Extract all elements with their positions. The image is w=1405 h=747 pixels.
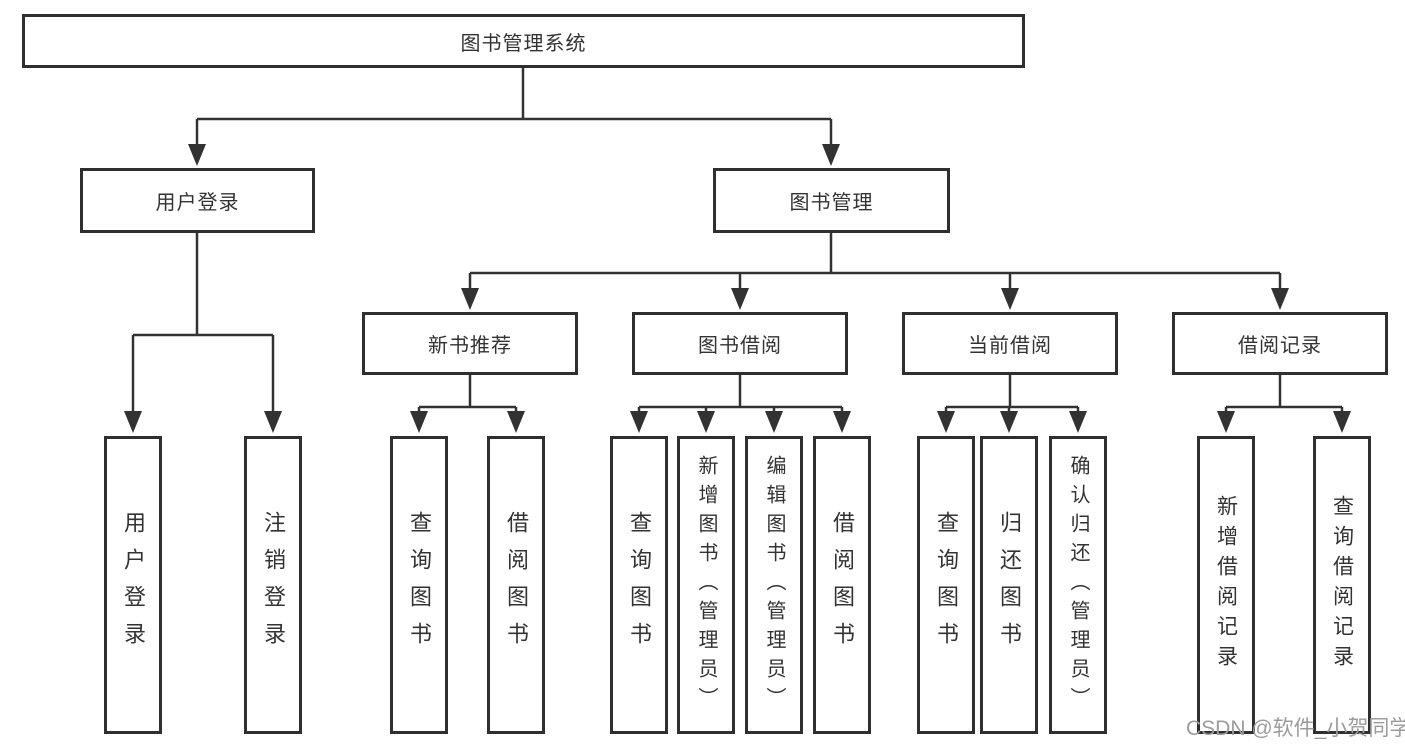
arrowhead (188, 144, 206, 166)
group-label: 图书借阅 (698, 335, 782, 357)
leaf-label: 确认归还（管理员） (1067, 454, 1089, 716)
node-leaf-add-borrow-record: 新增借阅记录 (1197, 436, 1255, 734)
group-label: 新书推荐 (428, 335, 512, 357)
leaf-label: 归还图书 (997, 511, 1022, 659)
arrowhead (507, 411, 525, 433)
node-group-book-borrow: 图书借阅 (632, 312, 848, 375)
leaf-label: 新增借阅记录 (1214, 495, 1238, 675)
arrowhead (1001, 288, 1019, 310)
group-label: 当前借阅 (968, 335, 1052, 357)
node-book-management-branch: 图书管理 (713, 168, 950, 233)
node-leaf-borrow-books-recommend: 借阅图书 (487, 436, 545, 734)
node-leaf-user-login: 用户登录 (104, 436, 162, 734)
leaf-label: 借阅图书 (830, 511, 855, 659)
leaf-label: 查询借阅记录 (1330, 495, 1354, 675)
node-leaf-borrow-books: 借阅图书 (813, 436, 871, 734)
leaf-label: 查询图书 (407, 511, 432, 659)
node-root: 图书管理系统 (22, 14, 1025, 68)
arrowhead (1333, 411, 1351, 433)
node-group-borrow-records: 借阅记录 (1172, 312, 1388, 375)
arrowhead (697, 411, 715, 433)
connector-root-to-level2 (188, 68, 840, 166)
node-leaf-return-book: 归还图书 (980, 436, 1038, 734)
arrowhead (1217, 411, 1235, 433)
arrowhead (833, 411, 851, 433)
arrowhead (731, 288, 749, 310)
node-leaf-query-books-current: 查询图书 (917, 436, 975, 734)
csdn-watermark: CSDN @软件_小贺同学 (1186, 717, 1405, 740)
arrowhead (1271, 288, 1289, 310)
node-leaf-query-books-borrow: 查询图书 (610, 436, 668, 734)
leaf-label: 查询图书 (934, 511, 959, 659)
node-user-login-branch: 用户登录 (80, 168, 315, 233)
arrowhead (1069, 411, 1087, 433)
arrowhead (937, 411, 955, 433)
group-label: 借阅记录 (1238, 335, 1322, 357)
node-leaf-query-books-recommend: 查询图书 (390, 436, 448, 734)
connector-recommend-to-leaves (410, 375, 525, 433)
arrowhead (822, 144, 840, 166)
connector-records-to-leaves (1217, 375, 1351, 433)
leaf-label: 注销登录 (261, 511, 286, 659)
connector-book-to-groups (461, 233, 1289, 310)
arrowhead (410, 411, 428, 433)
node-leaf-edit-book-admin: 编辑图书（管理员） (745, 436, 803, 734)
arrowhead (1000, 411, 1018, 433)
leaf-label: 编辑图书（管理员） (763, 454, 785, 716)
node-leaf-logout: 注销登录 (244, 436, 302, 734)
node-leaf-query-borrow-record: 查询借阅记录 (1313, 436, 1371, 734)
arrowhead (461, 288, 479, 310)
branch-label: 用户登录 (155, 192, 240, 214)
root-label: 图书管理系统 (460, 32, 587, 55)
branch-label: 图书管理 (789, 192, 874, 214)
connector-borrow-to-leaves (630, 375, 851, 433)
node-leaf-confirm-return-admin: 确认归还（管理员） (1049, 436, 1107, 734)
leaf-label: 查询图书 (627, 511, 652, 659)
node-leaf-add-book-admin: 新增图书（管理员） (677, 436, 735, 734)
leaf-label: 借阅图书 (504, 511, 529, 659)
leaf-label: 新增图书（管理员） (695, 454, 717, 716)
node-group-current-borrow: 当前借阅 (902, 312, 1118, 375)
arrowhead (264, 411, 282, 433)
arrowhead (765, 411, 783, 433)
arrowhead (630, 411, 648, 433)
node-group-new-book-recommend: 新书推荐 (362, 312, 578, 375)
leaf-label: 用户登录 (121, 511, 146, 659)
connector-user-to-leaves (124, 233, 282, 433)
arrowhead (124, 411, 142, 433)
connector-current-to-leaves (937, 375, 1087, 433)
